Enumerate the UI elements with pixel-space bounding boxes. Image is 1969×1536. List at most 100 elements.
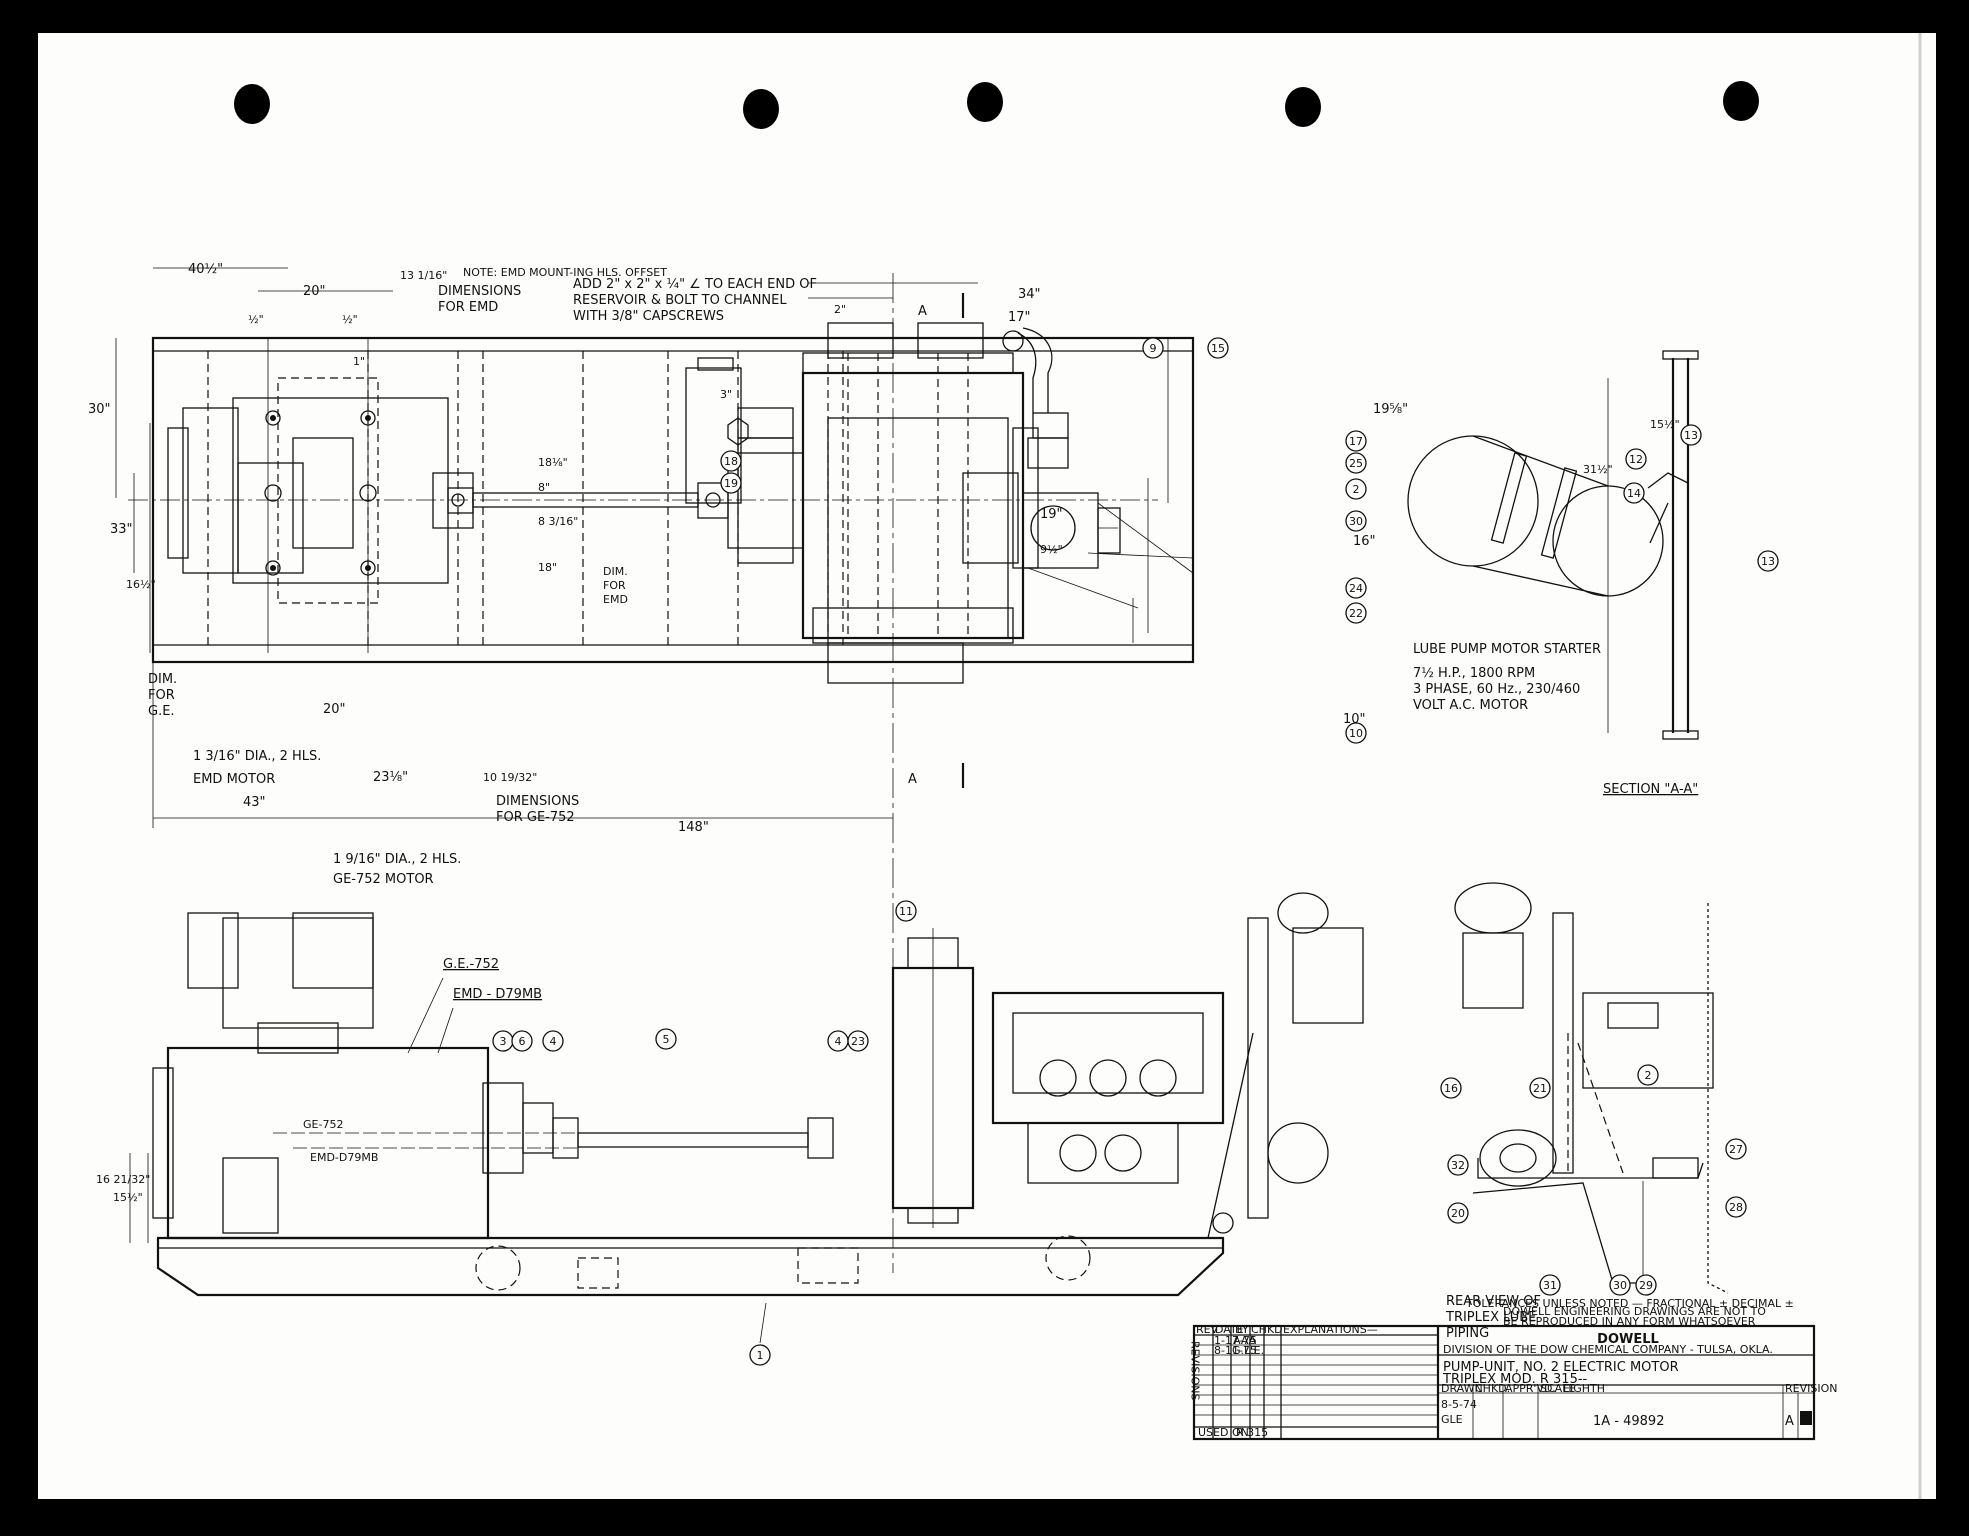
callout-21: 21	[1529, 1077, 1551, 1099]
tolerance-note: TOLERANCES UNLESS NOTED — FRACTIONAL ± D…	[1465, 1297, 1794, 1310]
svg-text:4: 4	[835, 1035, 842, 1048]
callout-10: 10	[1345, 722, 1367, 744]
motor-3: VOLT A.C. MOTOR	[1413, 698, 1528, 713]
section-dim-31-5: 31½"	[1583, 463, 1613, 476]
elevation-view	[129, 892, 1364, 1344]
dim-17: 17"	[1008, 310, 1031, 325]
rear-label-1: REAR VIEW OF	[1446, 1294, 1541, 1309]
dim-for-emd-b: FOR	[603, 579, 626, 592]
rear-label-3: PIPING	[1446, 1326, 1489, 1341]
callout-22: 22	[1345, 602, 1367, 624]
svg-text:25: 25	[1349, 457, 1363, 470]
svg-text:27: 27	[1729, 1143, 1743, 1156]
callout-18: 18	[720, 450, 742, 472]
section-dim-15-5: 15½"	[1650, 418, 1680, 431]
section-a-a-labels: SECTION "A-A" 31½" 15½" 12 13 14 13	[1583, 418, 1779, 797]
label-emd-small: EMD-D79MB	[310, 1151, 378, 1164]
dims-ge-1: DIMENSIONS	[496, 794, 579, 809]
engineering-drawing: 40½" 20" 13 1/16" ½" ½" 1" NOTE: EMD MOU…	[88, 33, 1922, 1499]
rear-label-2: TRIPLEX LUBE	[1445, 1310, 1536, 1325]
svg-text:20: 20	[1451, 1207, 1465, 1220]
dim-1-top: 1"	[353, 355, 365, 368]
add-note-1: ADD 2" x 2" x ¼" ∠ TO EACH END OF	[573, 277, 817, 292]
callout-2-rear: 2	[1637, 1064, 1659, 1086]
motor-1: 7½ H.P., 1800 RPM	[1413, 666, 1535, 681]
callout-32: 32	[1447, 1154, 1469, 1176]
callout-14: 14	[1623, 482, 1645, 504]
callout-4b: 4	[827, 1030, 849, 1052]
lbl-scale: SCALE	[1540, 1382, 1575, 1395]
notice-2: BE REPRODUCED IN ANY FORM WHATSOEVER	[1503, 1315, 1756, 1328]
hdr-chkd: CHKD	[1251, 1323, 1283, 1336]
svg-text:31: 31	[1543, 1279, 1557, 1292]
motor-2: 3 PHASE, 60 Hz., 230/460	[1413, 682, 1580, 697]
callout-27: 27	[1725, 1138, 1747, 1160]
callout-24: 24	[1345, 577, 1367, 599]
callout-23: 23	[847, 1030, 869, 1052]
svg-text:2: 2	[1353, 483, 1360, 496]
dim-20-bot: 20"	[323, 702, 346, 717]
svg-text:11: 11	[899, 905, 913, 918]
svg-text:4: 4	[550, 1035, 557, 1048]
lube-starter: LUBE PUMP MOTOR STARTER	[1413, 642, 1601, 657]
dim-9-5: 9½"	[1040, 543, 1063, 556]
callout-11: 11	[895, 900, 917, 922]
callout-6: 6	[511, 1030, 533, 1052]
callout-28: 28	[1725, 1196, 1747, 1218]
callout-9: 9	[1142, 337, 1164, 359]
dim-19: 19"	[1040, 507, 1063, 522]
dim-33: 33"	[110, 522, 133, 537]
dim-half-a: ½"	[248, 313, 264, 326]
rev1-date: 1-17-75	[1214, 1334, 1257, 1347]
elev-dim-16-21: 16 21/32"	[96, 1173, 150, 1186]
binder-holes	[234, 81, 1759, 129]
callout-15: 15	[1207, 337, 1229, 359]
rear-view-labels: REAR VIEW OF TRIPLEX LUBE PIPING 16 21 2…	[1440, 1064, 1747, 1341]
add-note-2: RESERVOIR & BOLT TO CHANNEL	[573, 293, 787, 308]
callout-29: 29	[1635, 1274, 1657, 1296]
dim-8-top: 8"	[538, 481, 550, 494]
dim-34: 34"	[1018, 287, 1041, 302]
title-block: TOLERANCES UNLESS NOTED — FRACTIONAL ± D…	[1189, 1297, 1837, 1441]
svg-text:13: 13	[1684, 429, 1698, 442]
dim-for-emd-a: DIM.	[603, 565, 628, 578]
drawn-by: GLE	[1441, 1413, 1463, 1426]
svg-text:30: 30	[1349, 515, 1363, 528]
dim-40-5: 40½"	[188, 262, 223, 277]
lbl-apprvd: APPR'VD.	[1505, 1382, 1556, 1395]
section-a-top: A	[918, 304, 927, 319]
dim-30: 30"	[88, 402, 111, 417]
dim-8-3-16: 8 3/16"	[538, 515, 578, 528]
dim-for-ge-c: G.E.	[148, 704, 175, 719]
plan-callouts: 9 15 17 25 2 30 24 22 18 19 10	[720, 337, 1367, 744]
callout-30: 30	[1345, 510, 1367, 532]
dim-43: 43"	[243, 795, 266, 810]
used-on-label: USED ON	[1198, 1426, 1249, 1439]
dim-16-5: 16½"	[126, 578, 156, 591]
label-ge752: G.E.-752	[443, 957, 499, 972]
label-emd: EMD - D79MB	[453, 987, 542, 1002]
revision-triangle-icon	[1800, 1411, 1812, 1425]
svg-text:18: 18	[724, 455, 738, 468]
callout-17: 17	[1345, 430, 1367, 452]
dim-13: 13 1/16"	[400, 269, 447, 282]
drawing-number: 1A - 49892	[1593, 1414, 1664, 1429]
plan-view-labels: 40½" 20" 13 1/16" ½" ½" 1" NOTE: EMD MOU…	[88, 262, 1601, 887]
dims-ge-2: FOR GE-752	[496, 810, 575, 825]
dim-20-top: 20"	[303, 284, 326, 299]
svg-text:13: 13	[1761, 555, 1775, 568]
dim-18-bot: 18"	[538, 561, 557, 574]
callout-19: 19	[720, 472, 742, 494]
dims-for-emd: DIMENSIONS	[438, 284, 521, 299]
callout-2: 2	[1345, 478, 1367, 500]
dim-2: 2"	[834, 303, 846, 316]
callout-31: 31	[1539, 1274, 1561, 1296]
svg-text:28: 28	[1729, 1201, 1743, 1214]
scale-value: EIGHTH	[1563, 1382, 1605, 1395]
add-note-3: WITH 3/8" CAPSCREWS	[573, 309, 724, 324]
svg-text:6: 6	[519, 1035, 526, 1048]
svg-text:5: 5	[663, 1033, 670, 1046]
hole-emd-2: EMD MOTOR	[193, 772, 275, 787]
svg-text:19: 19	[724, 477, 738, 490]
rev1-by: AAA	[1233, 1334, 1257, 1347]
